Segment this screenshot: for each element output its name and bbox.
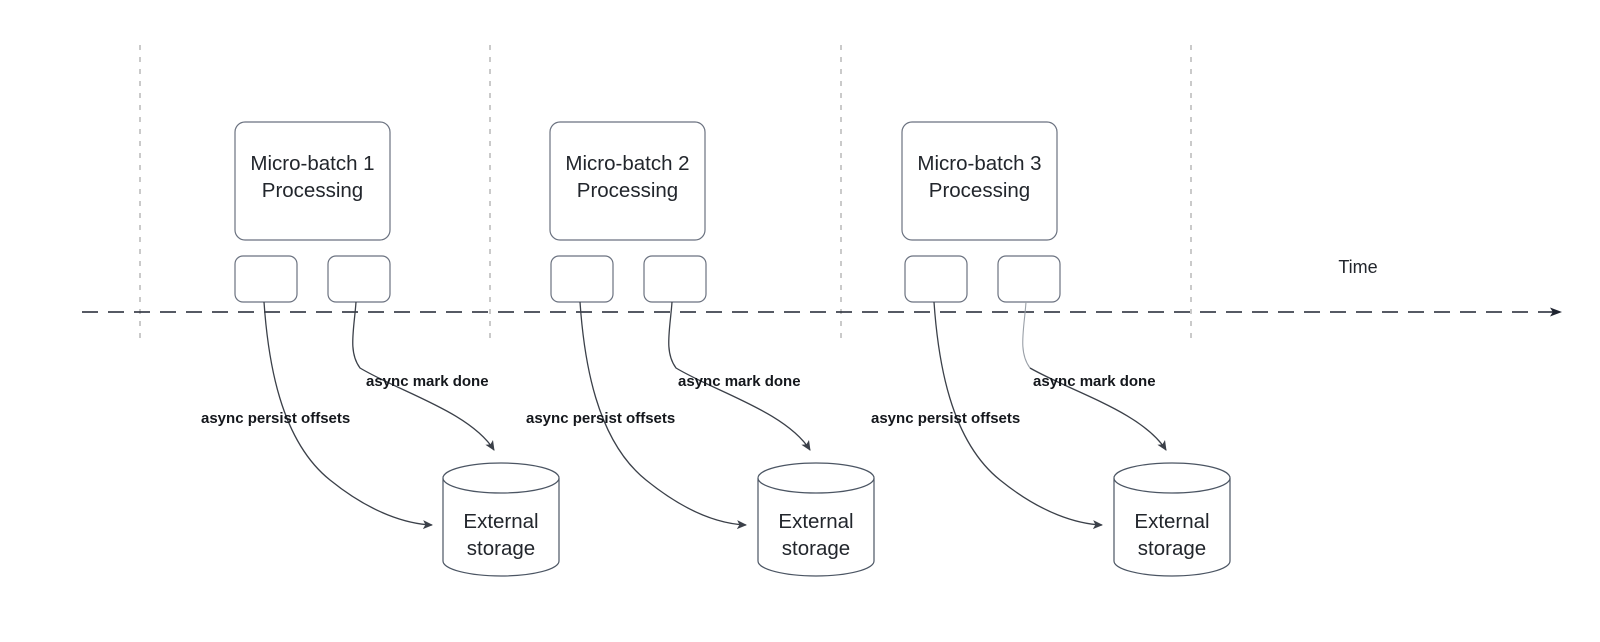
micro-batch-1-mark-done-label: async mark done <box>366 373 489 390</box>
micro-batch-2-mark-done-arrow <box>668 301 811 451</box>
micro-batch-3-task-a[interactable] <box>904 255 968 303</box>
time-axis-label: Time <box>1338 257 1377 277</box>
micro-batch-2-title-line2: Processing <box>577 179 678 202</box>
micro-batch-2-persist-offsets-label: async persist offsets <box>526 410 675 427</box>
micro-batch-2-box[interactable] <box>549 121 706 241</box>
micro-batch-1-persist-offsets-arrow <box>263 301 433 530</box>
micro-batch-3-task-b[interactable] <box>997 255 1061 303</box>
batch-group-1: Micro-batch 1 Processing async persist o… <box>201 121 560 577</box>
micro-batch-3-mark-done-arrow <box>1029 367 1167 451</box>
micro-batch-1-persist-offsets-label: async persist offsets <box>201 410 350 427</box>
external-storage-2-top <box>757 462 875 494</box>
micro-batch-2-task-a[interactable] <box>550 255 614 303</box>
external-storage-3-top <box>1113 462 1231 494</box>
external-storage-1-top <box>442 462 560 494</box>
micro-batch-1-task-a[interactable] <box>234 255 298 303</box>
micro-batch-1-task-b[interactable] <box>327 255 391 303</box>
external-storage-3[interactable]: External storage <box>1113 462 1231 577</box>
micro-batch-2-title-line1: Micro-batch 2 <box>565 152 689 175</box>
micro-batch-3-box[interactable] <box>901 121 1058 241</box>
micro-batch-3-persist-offsets-label: async persist offsets <box>871 410 1020 427</box>
external-storage-3-label-line1: External <box>1134 510 1209 533</box>
external-storage-3-body <box>1113 478 1231 577</box>
micro-batch-1-title-line1: Micro-batch 1 <box>250 152 374 175</box>
external-storage-2-label-line2: storage <box>782 537 850 560</box>
micro-batch-2-mark-done-label: async mark done <box>678 373 801 390</box>
micro-batch-3-persist-offsets-arrow <box>933 301 1103 530</box>
micro-batch-1-box[interactable] <box>234 121 391 241</box>
micro-batch-3-title-line1: Micro-batch 3 <box>917 152 1041 175</box>
external-storage-1-label-line1: External <box>463 510 538 533</box>
micro-batch-3-mark-done-arrow-upper <box>1022 301 1031 369</box>
time-axis: Time <box>82 257 1562 317</box>
micro-batch-2-persist-offsets-arrow <box>579 301 747 530</box>
batch-group-3: Micro-batch 3 Processing async persist o… <box>871 121 1231 577</box>
micro-batch-1-title-line2: Processing <box>262 179 363 202</box>
external-storage-1[interactable]: External storage <box>442 462 560 577</box>
external-storage-1-body <box>442 478 560 577</box>
external-storage-3-label-line2: storage <box>1138 537 1206 560</box>
micro-batch-3-mark-done-label: async mark done <box>1033 373 1156 390</box>
external-storage-1-label-line2: storage <box>467 537 535 560</box>
micro-batch-3-title-line2: Processing <box>929 179 1030 202</box>
micro-batch-1-mark-done-arrow <box>352 301 495 451</box>
lifeline-group <box>139 45 1192 342</box>
batch-group-2: Micro-batch 2 Processing async persist o… <box>526 121 875 577</box>
external-storage-2-body <box>757 478 875 577</box>
external-storage-2[interactable]: External storage <box>757 462 875 577</box>
micro-batch-2-task-b[interactable] <box>643 255 707 303</box>
external-storage-2-label-line1: External <box>778 510 853 533</box>
